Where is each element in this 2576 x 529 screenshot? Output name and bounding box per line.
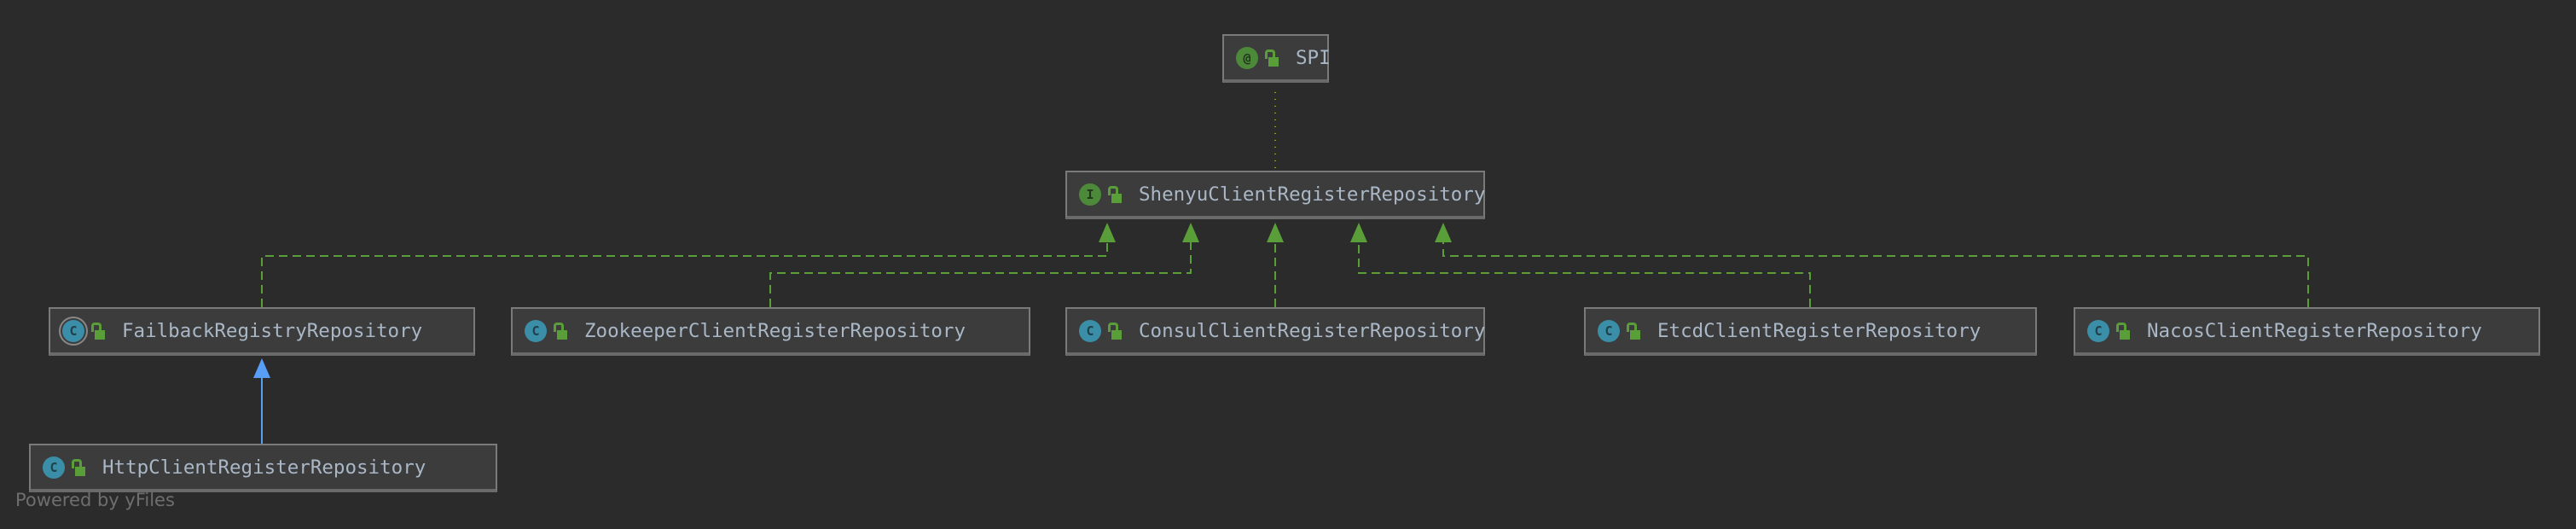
powered-by-footer: Powered by yFiles — [15, 490, 175, 510]
edge-etcd-shenyu — [1358, 242, 1811, 307]
edge-nacos-shenyu — [1442, 242, 2309, 307]
node-shenyu-client-register-repository[interactable]: I ShenyuClientRegisterRepository — [1065, 171, 1485, 219]
arrowhead-icon — [1099, 223, 1116, 242]
class-icon: C — [43, 456, 65, 479]
public-lock-icon — [554, 322, 567, 340]
public-lock-icon — [2116, 322, 2130, 340]
public-lock-icon — [1627, 322, 1640, 340]
node-label: HttpClientRegisterRepository — [102, 456, 426, 479]
edge-zookeeper-shenyu — [769, 242, 1192, 307]
node-etcd-client-register-repository[interactable]: C EtcdClientRegisterRepository — [1584, 307, 2037, 356]
annotation-icon: @ — [1236, 46, 1258, 69]
public-lock-icon — [1265, 49, 1279, 67]
node-http-client-register-repository[interactable]: C HttpClientRegisterRepository — [29, 444, 497, 492]
class-icon: C — [525, 319, 547, 342]
arrowhead-icon — [253, 358, 270, 378]
interface-icon: I — [1079, 183, 1101, 206]
node-failback-registry-repository[interactable]: C FailbackRegistryRepository — [49, 307, 475, 356]
node-label: EtcdClientRegisterRepository — [1657, 319, 1981, 342]
arrowhead-icon — [1350, 223, 1367, 242]
node-spi[interactable]: @ SPI — [1222, 34, 1331, 83]
node-label: NacosClientRegisterRepository — [2147, 319, 2482, 342]
arrowhead-icon — [1182, 223, 1199, 242]
arrowhead-icon — [1267, 223, 1284, 242]
node-consul-client-register-repository[interactable]: C ConsulClientRegisterRepository — [1065, 307, 1485, 356]
public-lock-icon — [72, 458, 85, 476]
class-icon: C — [1079, 319, 1101, 342]
public-lock-icon — [1108, 185, 1122, 203]
node-label: ShenyuClientRegisterRepository — [1139, 183, 1486, 206]
node-label: FailbackRegistryRepository — [122, 319, 423, 342]
node-label: SPI — [1296, 46, 1331, 69]
public-lock-icon — [1108, 322, 1122, 340]
arrowhead-icon — [1435, 223, 1452, 242]
class-icon: C — [1598, 319, 1620, 342]
edge-failback-shenyu — [261, 242, 1108, 307]
node-label: ZookeeperClientRegisterRepository — [584, 319, 966, 342]
node-nacos-client-register-repository[interactable]: C NacosClientRegisterRepository — [2074, 307, 2540, 356]
class-icon: C — [2087, 319, 2109, 342]
node-label: ConsulClientRegisterRepository — [1139, 319, 1486, 342]
public-lock-icon — [91, 322, 105, 340]
node-zookeeper-client-register-repository[interactable]: C ZookeeperClientRegisterRepository — [511, 307, 1030, 356]
abstract-class-icon: C — [62, 319, 84, 342]
